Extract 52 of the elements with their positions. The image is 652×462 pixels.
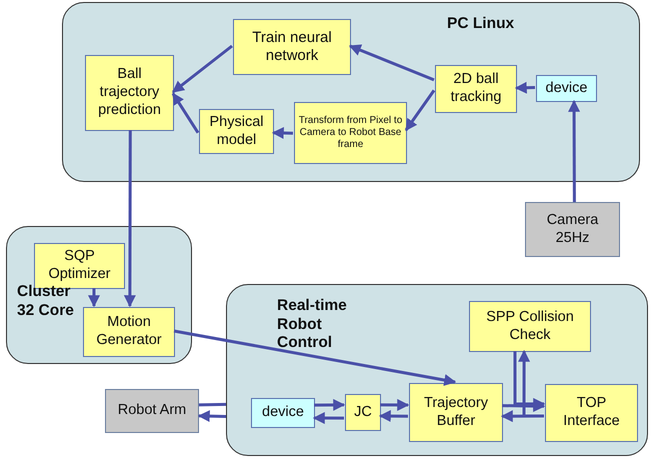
arrow	[378, 410, 408, 422]
box-label: TOP Interface	[562, 395, 621, 431]
arrow	[568, 100, 580, 202]
arrow	[172, 44, 233, 94]
box-label: Robot Arm	[116, 402, 188, 420]
box-label: Transform from Pixel to Camera to Robot Base frame	[298, 114, 404, 152]
box-label: Motion Generator	[95, 314, 163, 350]
box-label: Trajectory Buffer	[423, 394, 489, 430]
process-box	[199, 109, 274, 154]
box-label: device	[544, 80, 588, 98]
box-label: SQP Optimizer	[47, 248, 112, 284]
group-heading: Cluster 32 Core	[17, 283, 75, 320]
process-box	[345, 394, 381, 431]
group-panel	[6, 226, 192, 364]
external-box	[525, 202, 620, 257]
process-box	[545, 384, 638, 442]
arrow	[514, 82, 536, 94]
process-box	[469, 301, 591, 352]
process-box	[233, 19, 351, 75]
group-panel	[226, 284, 648, 456]
box-label: Train neural network	[251, 28, 333, 66]
group-heading: PC Linux	[447, 15, 516, 34]
box-label: Physical model	[208, 114, 264, 150]
arrow	[348, 44, 435, 82]
group-heading: Real-time Robot Control	[277, 297, 348, 353]
arrow	[380, 398, 410, 411]
arrow	[88, 288, 100, 308]
box-label: 2D ball tracking	[450, 71, 502, 107]
process-box	[435, 65, 517, 113]
arrow	[124, 130, 136, 308]
arrow	[198, 410, 226, 422]
box-label: device	[261, 404, 305, 422]
box-label: SPP Collision Check	[485, 308, 575, 344]
process-box	[294, 102, 407, 164]
box-label: JC	[353, 404, 373, 422]
arrow	[312, 412, 344, 424]
box-label: Ball trajectory prediction	[97, 66, 162, 120]
device-box	[536, 75, 597, 102]
device-box	[251, 398, 315, 428]
arrow	[172, 92, 200, 134]
arrow	[174, 330, 456, 386]
arrow	[513, 351, 546, 410]
group-panel	[62, 2, 640, 182]
arrow	[404, 90, 436, 132]
process-box	[409, 383, 503, 442]
process-box	[83, 307, 175, 357]
arrow	[518, 350, 544, 418]
arrow	[272, 127, 294, 140]
process-box	[85, 55, 174, 131]
box-label: Camera 25Hz	[546, 212, 600, 248]
arrow	[314, 398, 346, 411]
external-box	[105, 389, 199, 433]
